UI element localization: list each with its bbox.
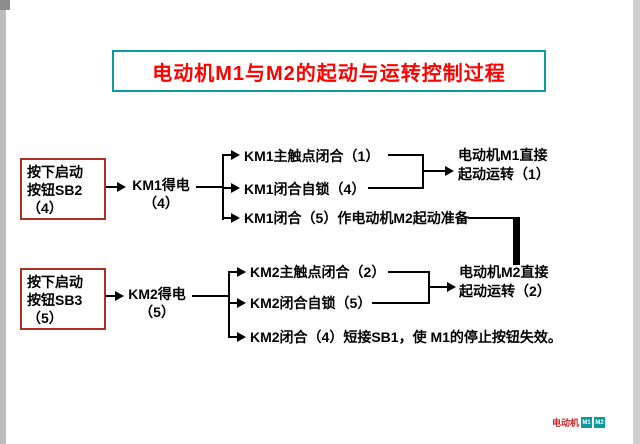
page-title: 电动机M1与M2的起动与运转控制过程 [112,50,546,92]
km2-branch3-arrowhead-icon [237,332,246,342]
km1-branch3-label: KM1闭合（5）作电动机M2起动准备 [244,210,469,226]
km1-merge2-line [368,187,424,189]
km1-state-connector-line [196,186,224,188]
km1-trigger-arrowhead-icon [117,182,126,192]
km1-state-label: KM1得电 （4） [126,176,196,212]
km2-state-line2: （5） [139,304,175,320]
km2-trigger-arrowhead-icon [115,291,124,301]
km1-branch2-arrowhead-icon [231,183,240,193]
km2-result-arrowhead-icon [447,282,456,292]
trigger-sb2-line2: 按钮SB2 [27,182,83,198]
watermark-label: 电动机 [552,418,580,428]
km2-state-line1: KM2得电 [128,286,186,302]
km2-merge1-line [388,271,430,273]
watermark-tag-m1: M1 [581,417,593,428]
km2-branch3-stub-line [228,336,238,338]
km1-merge1-line [388,154,424,156]
km1-state-line1: KM1得电 [132,177,190,193]
km1-branch3-arrowhead-icon [231,213,240,223]
trigger-sb2-line1: 按下启动 [27,164,83,180]
trigger-box-sb2: 按下启动 按钮SB2 （4） [20,158,106,220]
km1-prep-link-line [468,217,518,219]
km2-branch1-stub-line [228,271,238,273]
km2-branch1-label: KM2主触点闭合（2） [250,264,386,280]
km2-state-label: KM2得电 （5） [122,285,192,321]
km2-trigger-connector-line [106,295,116,297]
km1-branch1-arrowhead-icon [231,150,240,160]
km1-result-label: 电动机M1直接 起动运转（1） [458,146,550,184]
km1-state-line2: （4） [143,195,179,211]
trigger-sb2-line3: （4） [27,200,63,216]
km2-branch3-label: KM2闭合（4）短接SB1，使 M1的停止按钮失效。 [250,329,562,345]
km1-branch1-label: KM1主触点闭合（1） [244,148,380,164]
km1-result-connector-line [422,170,446,172]
km2-state-connector-line [192,295,230,297]
km1-branch2-label: KM1闭合自锁（4） [244,181,366,197]
km2-branch-rail-line [228,271,230,338]
km1-branch1-stub-line [222,154,232,156]
km2-result-line2: 起动运转（2） [459,283,551,299]
trigger-box-sb3: 按下启动 按钮SB3 （5） [20,268,106,330]
viewer-corner-mark [0,0,10,10]
km2-merge2-line [372,302,430,304]
km1-result-line1: 电动机M1直接 [458,147,548,163]
trigger-sb3-line2: 按钮SB3 [27,292,83,308]
km2-result-line1: 电动机M2直接 [459,264,549,280]
km1-result-arrowhead-icon [445,166,454,176]
km1-trigger-connector-line [106,186,118,188]
km2-branch2-arrowhead-icon [237,298,246,308]
km1-branch2-stub-line [222,187,232,189]
trigger-sb3-line3: （5） [27,310,63,326]
watermark-tag-m2: M2 [594,417,606,428]
km2-result-label: 电动机M2直接 起动运转（2） [459,263,551,301]
km1-to-km2-thick-link-line [513,217,520,265]
km1-branch3-stub-line [222,217,232,219]
watermark: 电动机 M1 M2 [552,416,606,429]
km2-result-connector-line [428,286,448,288]
viewer-left-edge [0,0,6,444]
km1-result-line2: 起动运转（1） [458,166,550,182]
km2-branch2-stub-line [228,302,238,304]
trigger-sb3-line1: 按下启动 [27,274,83,290]
km2-branch2-label: KM2闭合自锁（5） [250,295,372,311]
viewer-right-edge [633,0,640,444]
km2-branch1-arrowhead-icon [237,267,246,277]
